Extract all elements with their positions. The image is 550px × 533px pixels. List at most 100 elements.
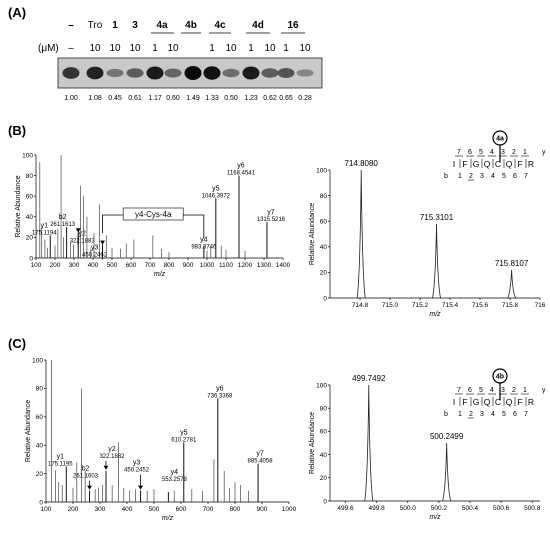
- y-axis-label: Relative Abundance: [25, 400, 32, 462]
- blot-band: [62, 67, 80, 79]
- residue: C: [495, 159, 501, 169]
- x-tick-label: 300: [95, 506, 106, 513]
- y-tick-label: 60: [320, 429, 328, 436]
- x-tick-label: 715.8: [502, 302, 519, 309]
- y-tick-label: 0: [323, 295, 327, 302]
- compound-label: 16: [287, 20, 299, 31]
- blot-band: [242, 66, 260, 80]
- x-tick-label: 714.8: [352, 302, 369, 309]
- y-tick-label: 20: [26, 235, 34, 242]
- y-tick-label: 20: [36, 471, 44, 478]
- isotope-peak-label: 715.3101: [420, 213, 454, 222]
- b-ion-number: 7: [524, 173, 528, 180]
- blot-band: [184, 66, 202, 80]
- quant-value: 0.61: [128, 95, 142, 102]
- y-tick-label: 40: [26, 214, 34, 221]
- compound-label: 4d: [252, 20, 264, 31]
- blot-band: [222, 68, 240, 78]
- um-value: 10: [109, 43, 121, 54]
- y-ion-number: 5: [479, 149, 483, 156]
- compound-label: –: [68, 20, 74, 31]
- um-label: (μM): [38, 43, 59, 54]
- quant-value: 1.00: [64, 95, 78, 102]
- isotope-peak: [442, 442, 452, 502]
- y-ion-number: 1: [523, 387, 527, 394]
- residue: C: [495, 397, 501, 407]
- blot-band: [261, 68, 279, 78]
- y-axis-label: Relative Abundance: [15, 175, 22, 237]
- y-ion-number: 3: [501, 149, 505, 156]
- b-ion-number: 5: [502, 173, 506, 180]
- residue: G: [473, 397, 480, 407]
- x-tick-label: 500.2: [431, 505, 448, 512]
- panel-c-label: (C): [8, 336, 26, 351]
- y-tick-label: 80: [26, 173, 34, 180]
- y-tick-label: 20: [320, 475, 328, 482]
- y-axis-label: Relative Abundance: [309, 412, 316, 474]
- peak-ion-label: y4: [200, 237, 208, 244]
- x-tick-label: 1000: [200, 262, 215, 269]
- x-tick-label: 715.2: [412, 302, 429, 309]
- x-tick-label: 800: [164, 262, 175, 269]
- quant-value: 0.28: [298, 95, 312, 102]
- um-value: 1: [283, 43, 289, 54]
- quant-value: 1.33: [205, 95, 219, 102]
- y-ion-number: 4: [490, 149, 494, 156]
- x-tick-label: 499.6: [337, 505, 354, 512]
- x-tick-label: 400: [122, 506, 133, 513]
- residue: R: [528, 159, 534, 169]
- peak-ion-label: y5: [212, 185, 220, 192]
- isotope-peak: [356, 169, 366, 299]
- x-tick-label: 300: [69, 262, 80, 269]
- b-ion-number: 7: [524, 411, 528, 418]
- x-tick-label: 500.0: [400, 505, 417, 512]
- x-tick-label: 800: [230, 506, 241, 513]
- x-tick-label: 1400: [276, 262, 291, 269]
- peak-mz-label: 450.2452: [124, 468, 150, 474]
- peak-ion-label: y3: [91, 245, 99, 252]
- x-tick-label: 1200: [238, 262, 253, 269]
- isotope-peak: [507, 269, 516, 299]
- peak-ion-label: y5: [180, 429, 188, 436]
- peak-ion-label: y7: [267, 209, 275, 216]
- peak-ion-label: y1: [57, 454, 65, 461]
- b-ion-number: 2: [469, 173, 473, 180]
- b-ion-number: 6: [513, 173, 517, 180]
- quant-value: 0.50: [224, 95, 238, 102]
- peak-ion-label: y6: [216, 385, 224, 392]
- y-ion-number: 1: [523, 149, 527, 156]
- b-ion-number: 5: [502, 411, 506, 418]
- residue: G: [473, 159, 480, 169]
- peak-mz-label: 553.2578: [162, 477, 188, 483]
- b-ion-number: 4: [491, 173, 495, 180]
- y-ion-symbol: y: [542, 149, 546, 156]
- peak-mz-label: 736.3368: [207, 393, 233, 399]
- y-tick-label: 100: [316, 167, 327, 174]
- panel-b-label: (B): [8, 123, 26, 138]
- peak-arrowhead: [103, 465, 109, 470]
- bracket-label-box: [122, 207, 184, 221]
- x-tick-label: 700: [145, 262, 156, 269]
- peak-mz-label: 322.1882: [99, 454, 125, 460]
- isotope-peak-label: 500.2499: [430, 432, 464, 441]
- y-axis-label: Relative Abundance: [309, 203, 316, 265]
- peak-ion-label: y7: [256, 451, 264, 458]
- compound-label: 4b: [185, 20, 197, 31]
- y-tick-label: 20: [320, 270, 328, 277]
- um-value: 1: [248, 43, 254, 54]
- quant-value: 1.17: [148, 95, 162, 102]
- blot-band: [164, 68, 182, 78]
- y-tick-label: 0: [39, 499, 43, 506]
- peak-mz-label: 322.1883: [70, 238, 96, 244]
- x-tick-label: 500: [107, 262, 118, 269]
- residue: Q: [484, 397, 491, 407]
- b-ion-symbol: b: [444, 411, 448, 418]
- um-value: 10: [89, 43, 101, 54]
- um-value: 10: [299, 43, 311, 54]
- x-tick-label: 100: [41, 506, 52, 513]
- peak-mz-label: 175.1195: [48, 462, 73, 468]
- isotope-peak: [364, 384, 374, 502]
